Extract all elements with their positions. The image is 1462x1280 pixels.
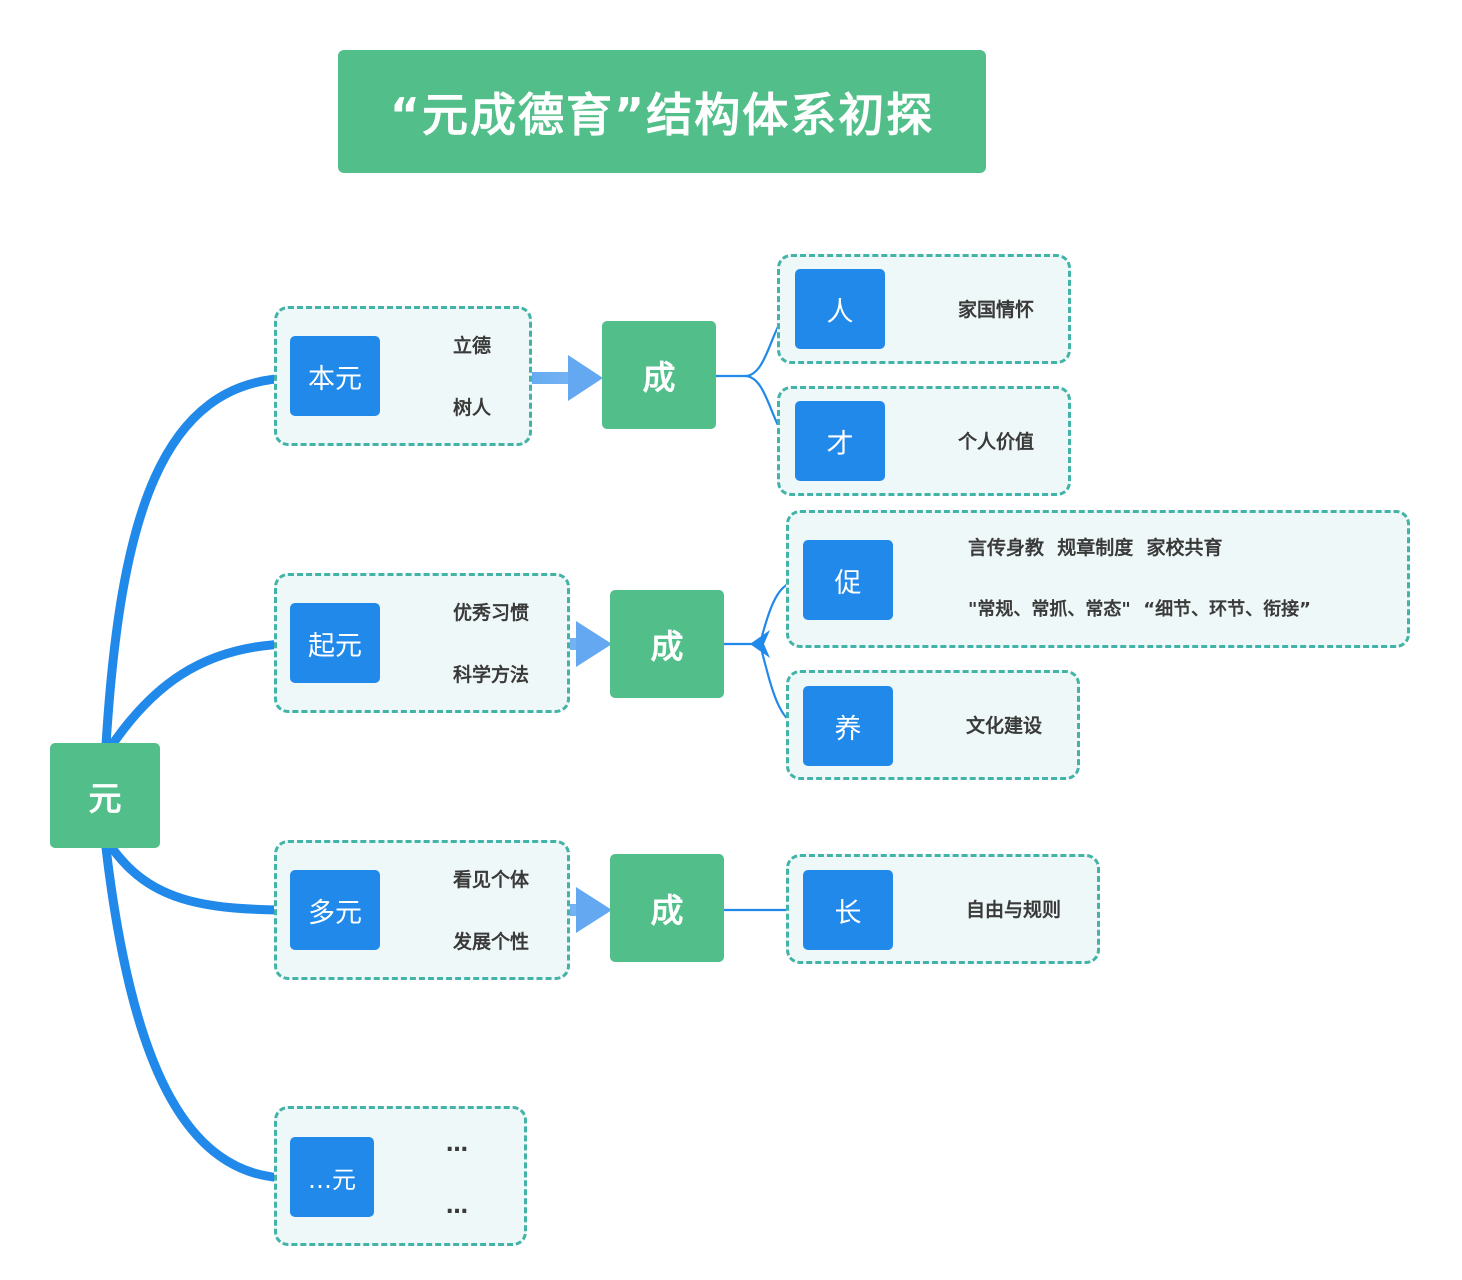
branch-item: 优秀习惯 — [453, 602, 530, 624]
branch-node-etc: …元 — [290, 1137, 374, 1217]
branch-node-duoyuan: 多元 — [290, 870, 380, 950]
branch-item: 立德 — [453, 335, 492, 357]
outcome-node-3: 成 — [610, 854, 724, 962]
branch-node-qiyuan: 起元 — [290, 603, 380, 683]
branch-item: 树人 — [453, 397, 492, 419]
diagram-title: “元成德育”结构体系初探 — [338, 50, 986, 173]
child-text-cai: 个人价值 — [958, 431, 1035, 453]
trunk-etc — [101, 843, 297, 1183]
branch-item: 看见个体 — [453, 869, 530, 891]
child-node-chang: 长 — [803, 870, 893, 950]
branch-item: … — [446, 1132, 469, 1157]
child-text-yang: 文化建设 — [966, 715, 1043, 737]
child-node-ren: 人 — [795, 269, 885, 349]
root-node: 元 — [50, 743, 160, 848]
branch-item: … — [446, 1194, 469, 1219]
child-node-cu: 促 — [803, 540, 893, 620]
child-node-yang: 养 — [803, 686, 893, 766]
child-text-cu-line1: 言传身教 规章制度 家校共育 — [968, 537, 1223, 559]
trunk-benyuan — [101, 373, 297, 750]
branch-item: 科学方法 — [453, 664, 530, 686]
child-text-cu-line2: "常规、常抓、常态" “细节、环节、衔接” — [968, 599, 1311, 620]
trunk-qiyuan — [107, 639, 297, 750]
branch-item: 发展个性 — [453, 931, 530, 953]
trunk-duoyuan — [107, 843, 297, 915]
branch-node-benyuan: 本元 — [290, 336, 380, 416]
child-text-chang: 自由与规则 — [966, 899, 1062, 921]
child-node-cai: 才 — [795, 401, 885, 481]
child-text-ren: 家国情怀 — [958, 299, 1035, 321]
outcome-node-1: 成 — [602, 321, 716, 429]
outcome-node-2: 成 — [610, 590, 724, 698]
arrowhead-cheng2 — [750, 630, 770, 658]
